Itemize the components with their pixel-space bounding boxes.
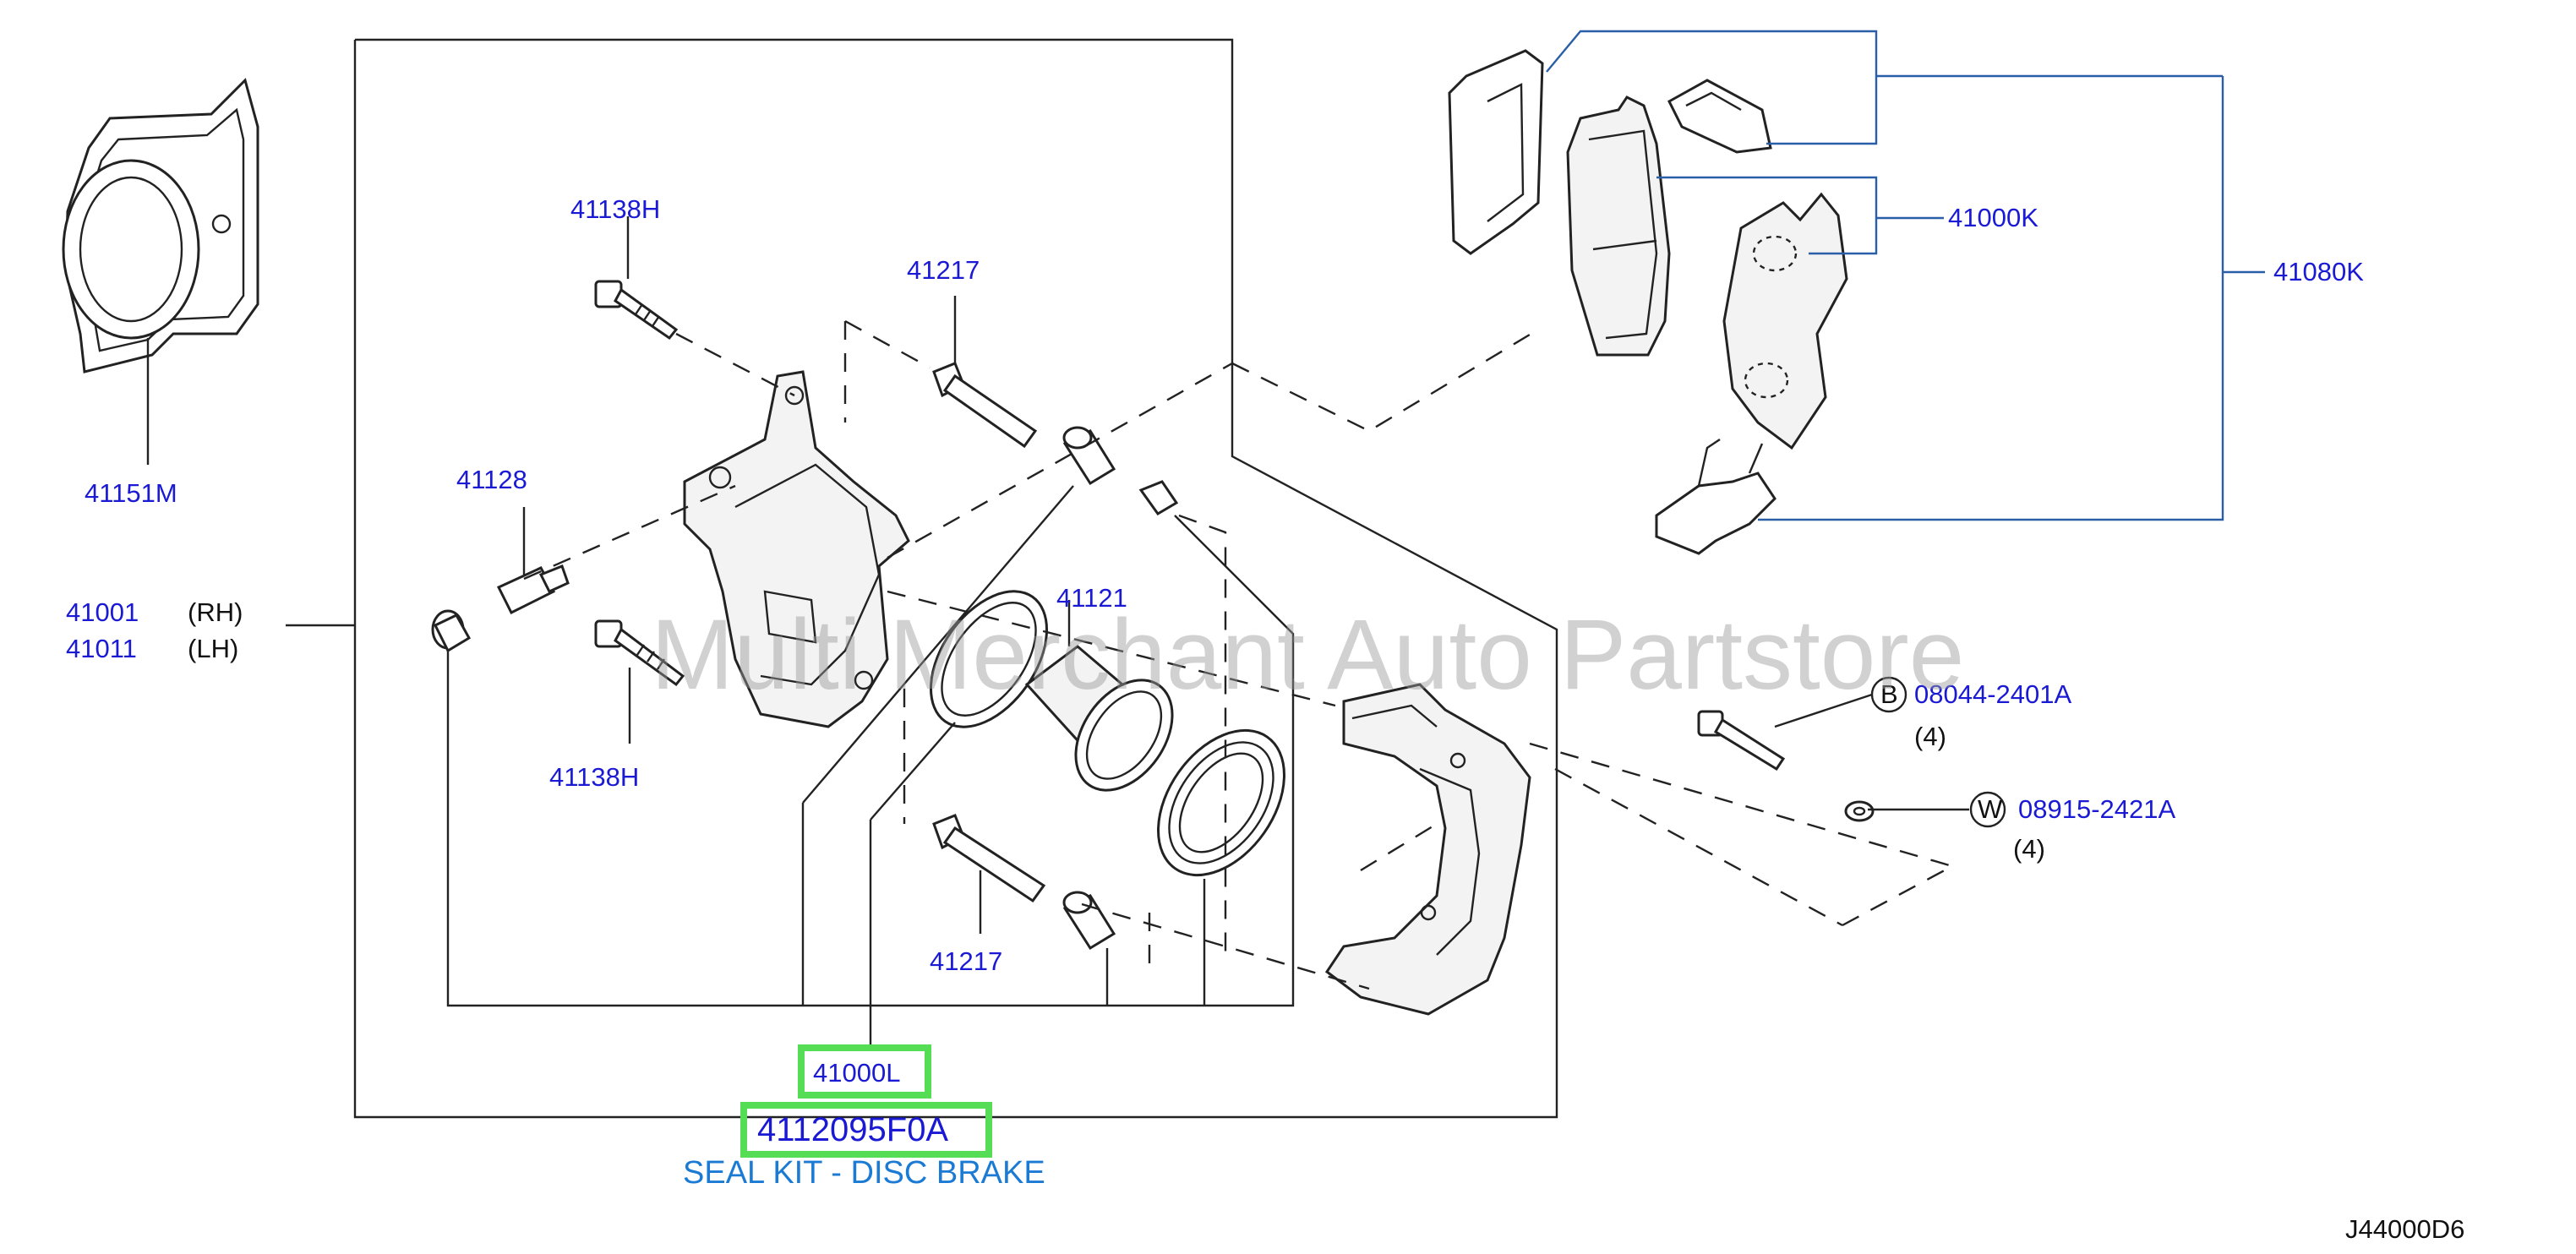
pad-clip-top-part[interactable] xyxy=(1667,79,1772,154)
label-41217-top[interactable]: 41217 xyxy=(907,255,980,285)
label-41138h-top[interactable]: 41138H xyxy=(570,194,660,224)
letter-b: B xyxy=(1880,679,1898,709)
label-41080k[interactable]: 41080K xyxy=(2273,257,2364,286)
letter-w: W xyxy=(1978,794,2003,824)
label-41001[interactable]: 41001 xyxy=(66,597,139,627)
label-41151m[interactable]: 41151M xyxy=(85,478,177,508)
bleeder-screw-part[interactable] xyxy=(431,507,570,653)
label-41000l[interactable]: 41000L xyxy=(813,1058,900,1088)
label-08915-2421a[interactable]: 08915-2421A xyxy=(2018,794,2175,824)
guide-bolt-bottom-part[interactable] xyxy=(594,619,685,744)
pad-retainer-bottom-part[interactable] xyxy=(1655,439,1776,555)
brake-pad-inner-part[interactable] xyxy=(1722,192,1848,450)
pad-shim-outer-part[interactable] xyxy=(1448,49,1544,255)
label-08044-2401a[interactable]: 08044-2401A xyxy=(1914,679,2071,709)
label-lh: (LH) xyxy=(188,634,238,663)
guide-pin-top-part[interactable] xyxy=(932,296,1038,449)
dust-shield-part[interactable] xyxy=(62,78,259,465)
caliper-bracket-part[interactable] xyxy=(1324,683,1531,1016)
piston-boot-part[interactable] xyxy=(1132,707,1311,899)
label-41121[interactable]: 41121 xyxy=(1056,583,1127,613)
guide-bolt-top-part[interactable] xyxy=(594,216,679,341)
seal-kit-description: SEAL KIT - DISC BRAKE xyxy=(683,1155,1045,1191)
caliper-mounting-bolt-part[interactable] xyxy=(1697,710,1786,771)
label-41000k[interactable]: 41000K xyxy=(1948,203,2038,232)
qty-bolt: (4) xyxy=(1914,722,1946,751)
qty-washer: (4) xyxy=(2013,834,2045,864)
label-41128[interactable]: 41128 xyxy=(456,465,527,494)
brake-pad-outer-part[interactable] xyxy=(1566,95,1671,357)
caliper-assembly-frame xyxy=(353,38,1558,1119)
bolt-reference-circle xyxy=(1870,676,1907,713)
label-41217-bottom[interactable]: 41217 xyxy=(930,946,1002,976)
piston-part[interactable] xyxy=(1024,600,1192,809)
caliper-body-part[interactable] xyxy=(683,370,910,728)
label-rh: (RH) xyxy=(188,597,243,627)
pin-boot-bottom-part[interactable] xyxy=(1062,891,1116,951)
lock-washer-part[interactable] xyxy=(1844,800,1875,822)
watermark: Multi Merchant Auto Partstore xyxy=(651,599,1964,711)
label-41138h-bottom[interactable]: 41138H xyxy=(549,762,639,792)
label-41011[interactable]: 41011 xyxy=(66,634,137,663)
guide-pin-bottom-part[interactable] xyxy=(932,814,1046,934)
pin-boot-top-part[interactable] xyxy=(1062,426,1116,486)
highlight-4112095f0a xyxy=(740,1102,992,1158)
highlight-41000l xyxy=(798,1044,931,1099)
pin-bushing-part[interactable] xyxy=(1138,480,1179,515)
label-4112095f0a[interactable]: 4112095F0A xyxy=(757,1111,948,1148)
diagram-code: J44000D6 xyxy=(2345,1214,2464,1244)
washer-reference-circle xyxy=(1969,791,2006,828)
